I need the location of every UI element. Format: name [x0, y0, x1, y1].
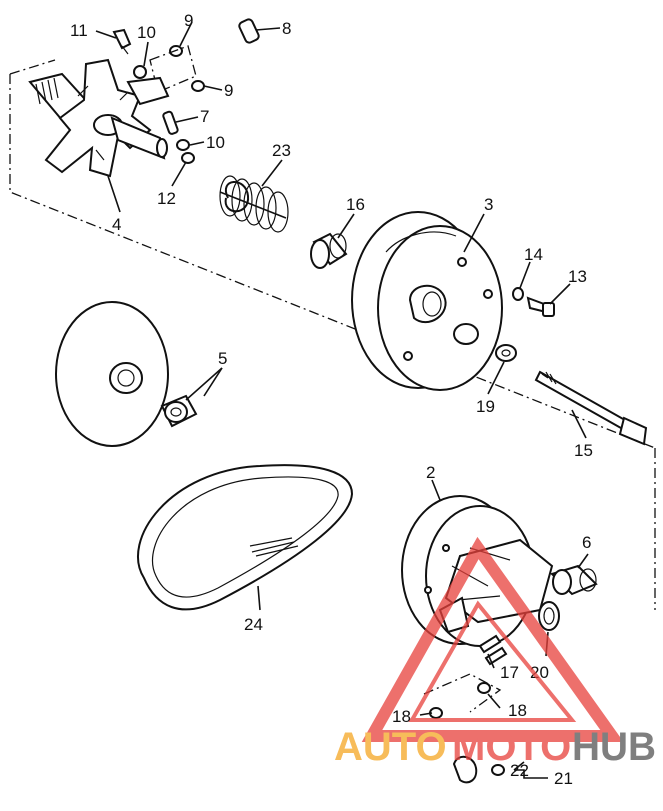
label-part-11: 11 — [70, 21, 88, 40]
part-5-bushing-pair — [160, 394, 198, 428]
part-11-bolt — [112, 28, 132, 55]
label-part-21: 21 — [554, 769, 573, 788]
label-part-2: 2 — [426, 463, 435, 482]
part-3-housing-cover — [351, 211, 503, 391]
part-number-labels: 11 10 9 8 9 7 10 12 4 23 16 3 14 13 19 1… — [70, 11, 593, 788]
part-8-pin — [238, 18, 260, 44]
label-part-6: 6 — [582, 533, 591, 552]
label-part-3: 3 — [484, 195, 493, 214]
label-part-10-top: 10 — [137, 23, 156, 42]
label-part-8: 8 — [282, 19, 291, 38]
label-part-9-bottom: 9 — [224, 81, 233, 100]
part-24-belt — [137, 464, 354, 611]
part-6-sleeve — [550, 564, 598, 596]
watermark-triangle — [361, 536, 624, 742]
part-20-bushing — [538, 601, 560, 631]
part-19-washer — [495, 344, 517, 362]
part-12-washer — [181, 152, 195, 164]
label-part-19: 19 — [476, 397, 495, 416]
watermark-text-auto: AUTO — [334, 725, 447, 769]
label-part-13: 13 — [568, 267, 587, 286]
part-10-washer-top — [133, 65, 147, 79]
label-part-17: 17 — [500, 663, 519, 682]
watermark-text-moto: MOTO — [452, 725, 571, 769]
label-part-15: 15 — [574, 441, 593, 460]
movable-sheave — [55, 301, 169, 447]
part-4-spider-shaft — [28, 58, 168, 178]
part-22-clip — [491, 764, 505, 776]
part-23-spring — [219, 175, 289, 233]
part-9-washer-bottom — [191, 80, 205, 92]
watermark-logo: AUTO MOTO HUB — [334, 536, 656, 769]
label-part-18-left: 18 — [392, 707, 411, 726]
label-part-18-right: 18 — [508, 701, 527, 720]
label-part-23: 23 — [272, 141, 291, 160]
label-part-9-top: 9 — [184, 11, 193, 30]
label-part-5: 5 — [218, 349, 227, 368]
label-part-10-bottom: 10 — [206, 133, 225, 152]
part-7-pin — [162, 110, 179, 135]
part-18-washer-right — [477, 682, 491, 694]
label-part-14: 14 — [524, 245, 543, 264]
watermark-triangle-inner — [408, 600, 577, 722]
part-10-washer-bottom — [176, 139, 190, 151]
label-part-20: 20 — [530, 663, 549, 682]
label-part-16: 16 — [346, 195, 365, 214]
hidden-part-bracket — [423, 673, 502, 713]
part-16-bushing — [310, 232, 348, 269]
part-15-long-bolt — [534, 370, 648, 446]
pin-bracket — [126, 45, 197, 106]
watermark-text-hub: HUB — [572, 725, 656, 769]
label-part-24: 24 — [244, 615, 263, 634]
label-part-4: 4 — [112, 215, 121, 234]
part-14-washer — [512, 287, 524, 301]
leader-lines — [95, 21, 589, 779]
part-13-bolt — [526, 296, 555, 317]
label-part-12: 12 — [157, 189, 176, 208]
label-part-7: 7 — [200, 107, 209, 126]
part-21-cam-slider — [452, 755, 478, 784]
label-part-22: 22 — [510, 761, 529, 780]
